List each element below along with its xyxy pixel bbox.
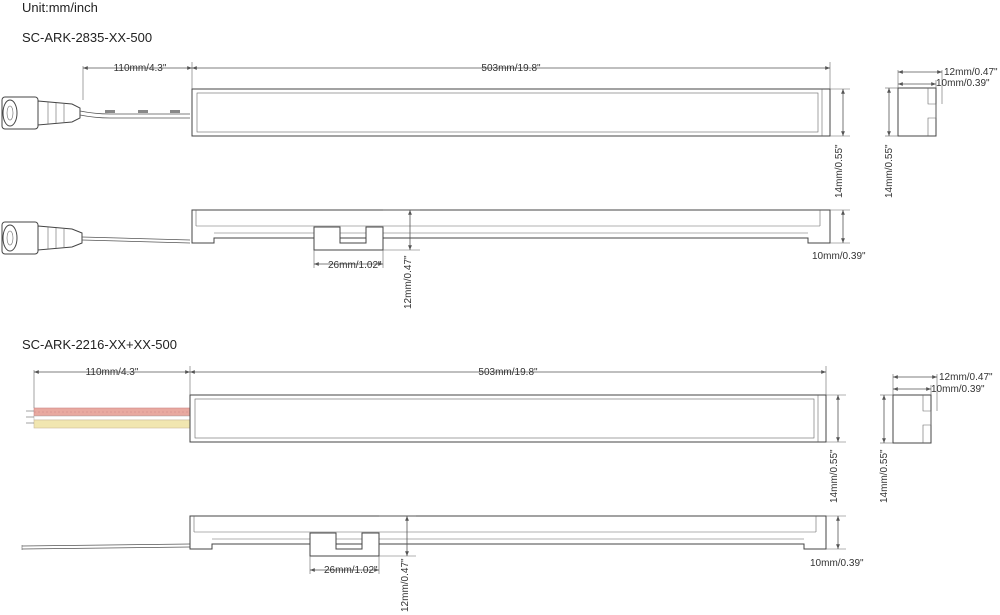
dim-height-front-2: 14mm/0.55" <box>829 449 840 503</box>
wire-bundle-bottom <box>21 543 191 550</box>
profile-front-view-2 <box>189 515 827 550</box>
dim-height-front-1: 14mm/0.55" <box>834 144 845 198</box>
dc-connector-bottom <box>1 221 191 255</box>
mounting-clip-2 <box>309 532 380 557</box>
section-2-drawing <box>21 366 938 574</box>
dim-width-outer-1: 12mm/0.47" <box>944 67 998 78</box>
end-cap-side-1 <box>885 70 943 137</box>
dim-clip-height-1: 12mm/0.47" <box>403 255 414 309</box>
dim-depth-side-2: 10mm/0.39" <box>810 558 864 569</box>
mounting-clip-1 <box>313 226 384 251</box>
section-1-drawing <box>1 62 943 268</box>
unit-label: Unit:mm/inch <box>22 0 98 15</box>
dim-profile-length-1: 503mm/19.8" <box>481 63 541 74</box>
dim-clip-width-2: 26mm/1.02" <box>324 565 378 576</box>
end-cap-side-2 <box>880 374 938 444</box>
profile-top-view-1 <box>191 88 831 137</box>
dim-clip-height-2: 12mm/0.47" <box>400 558 411 612</box>
dim-depth-side-1: 10mm/0.39" <box>812 251 866 262</box>
model-title-2: SC-ARK-2216-XX+XX-500 <box>22 337 177 352</box>
dim-cable-length-2: 110mm/4.3" <box>86 367 139 378</box>
dim-height-side-2: 14mm/0.55" <box>879 449 890 503</box>
profile-top-view-2 <box>189 394 827 443</box>
dim-clip-width-1: 26mm/1.02" <box>328 260 382 271</box>
dim-profile-length-2: 503mm/19.8" <box>478 367 538 378</box>
dim-width-outer-2: 12mm/0.47" <box>939 372 993 383</box>
dim-cable-length-1: 110mm/4.3" <box>114 63 167 74</box>
dim-width-inner-1: 10mm/0.39" <box>936 78 990 89</box>
model-title-1: SC-ARK-2835-XX-500 <box>22 30 153 45</box>
dim-height-side-1: 14mm/0.55" <box>884 144 895 198</box>
profile-front-view-1 <box>191 209 831 244</box>
dim-width-inner-2: 10mm/0.39" <box>931 384 985 395</box>
dc-connector-top <box>1 96 190 130</box>
wire-bundle-top <box>26 407 191 429</box>
